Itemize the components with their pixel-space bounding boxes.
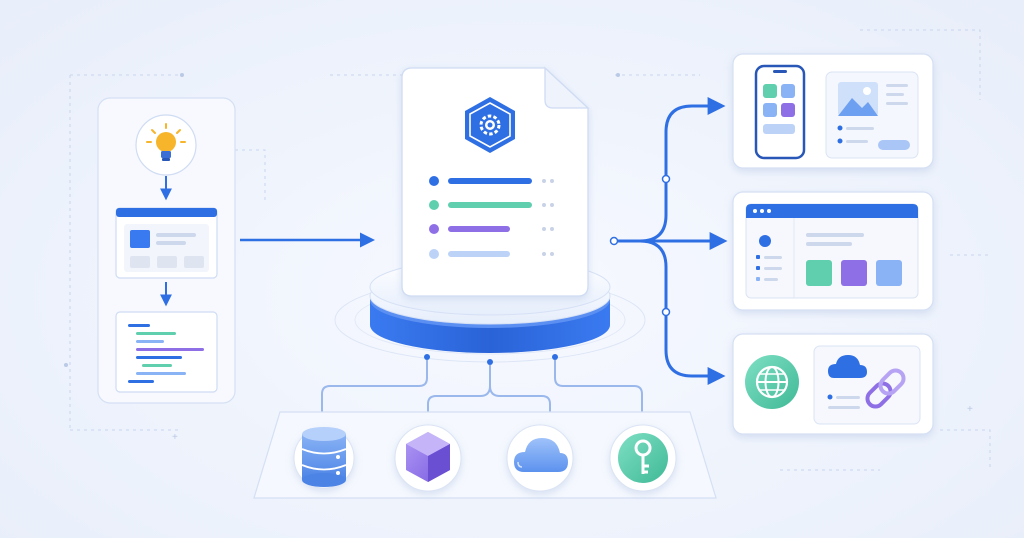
cube-icon: [394, 424, 462, 492]
cloud-icon: [828, 355, 867, 378]
gear-hexagon-icon: [465, 97, 515, 153]
list-item: [429, 249, 554, 259]
document-list: [429, 176, 554, 259]
output-card-web: [732, 333, 934, 435]
output-branch-arrows: [609, 97, 728, 385]
globe-icon: [745, 355, 799, 409]
left-input-panel: [97, 97, 236, 404]
svg-text:+: +: [967, 404, 973, 415]
link-icon: [865, 368, 906, 409]
cloud-icon: [506, 424, 574, 492]
service-connector-lines: [321, 354, 643, 420]
output-card-mobile: [732, 53, 934, 169]
browser-window-icon: [745, 203, 919, 299]
lightbulb-icon: [135, 114, 197, 176]
mobile-phone-icon: [754, 64, 806, 160]
code-lines-icon: [115, 311, 218, 393]
services-tray: [253, 411, 717, 499]
list-item: [429, 224, 554, 234]
key-icon: [609, 424, 677, 492]
layout-wireframe-icon: [115, 207, 218, 279]
output-card-browser: [732, 191, 934, 311]
background-grid-lines: + +: [64, 29, 991, 471]
image-icon: [825, 71, 919, 159]
list-item: [429, 176, 554, 186]
svg-text:+: +: [172, 432, 178, 443]
list-item: [429, 200, 554, 210]
database-icon: [293, 427, 355, 489]
